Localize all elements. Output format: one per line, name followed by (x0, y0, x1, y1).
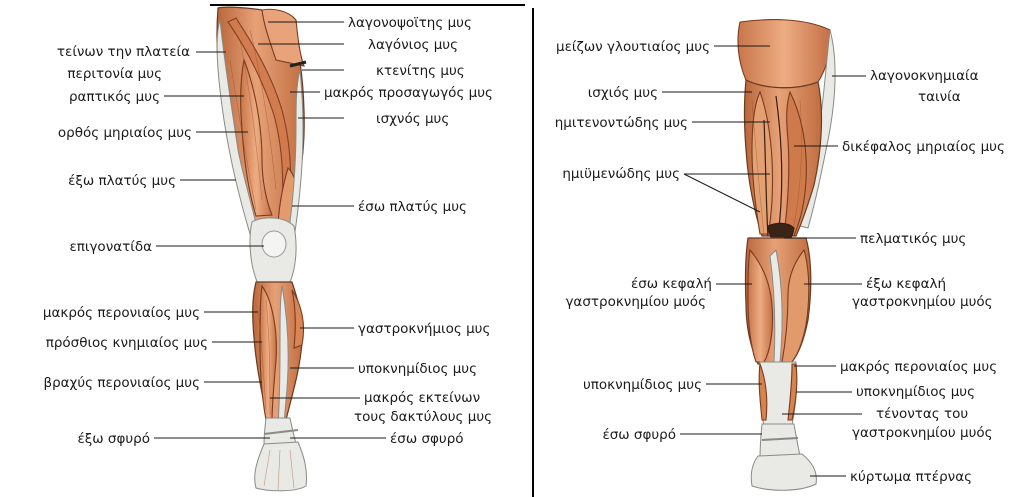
label-soleus-front: υποκνημίδιος μυς (358, 361, 477, 377)
label-biceps-femoris: δικέφαλος μηριαίος μυς (842, 139, 1005, 155)
label-soleus-back-right: υποκνημίδιος μυς (856, 384, 975, 400)
back-heel (751, 454, 816, 490)
label-tensor-line1: τείνων την πλατεία (57, 44, 190, 60)
label-it-tract-line2: ταινία (918, 89, 961, 105)
front-leg-illustration (217, 7, 307, 491)
label-semitendinosus: ημιτενοντώδης μυς (555, 115, 688, 131)
label-it-tract-line1: λαγονοκνημιαία (870, 68, 979, 84)
label-medial-head-line2: γαστροκνημίου μυός (565, 294, 706, 310)
label-adductor-longus: μακρός προσαγωγός μυς (324, 85, 493, 101)
label-gluteus-maximus: μείζων γλουτιαίος μυς (556, 39, 710, 55)
label-lateral-malleolus: έξω σφυρό (77, 431, 150, 447)
label-achilles-line1: τένοντας του (876, 406, 968, 422)
label-iliopsoas: λαγονοψοϊτης μυς (348, 15, 472, 31)
label-extensor-line1: μακρός εκτείνων (364, 390, 480, 406)
label-gracilis: ισχνός μυς (376, 111, 449, 127)
label-soleus-back-left: υποκνημίδιος μυς (583, 377, 702, 393)
label-iliacus: λαγόνιος μυς (368, 37, 458, 53)
label-vastus-medialis: έσω πλατύς μυς (358, 199, 467, 215)
label-ischial: ισχιός μυς (588, 85, 658, 101)
label-gastrocnemius: γαστροκνήμιος μυς (358, 321, 490, 337)
label-achilles-line2: γαστροκνημίου μυός (852, 425, 993, 441)
back-gluteus-maximus (738, 20, 830, 88)
front-foot (255, 442, 307, 491)
label-lateral-head-line2: γαστροκνημίου μυός (852, 294, 993, 310)
label-peroneus-brevis: βραχύς περονιαίος μυς (43, 375, 200, 391)
label-peroneus-longus: μακρός περονιαίος μυς (43, 305, 200, 321)
back-leg-illustration (738, 20, 835, 491)
label-plantaris: πελματικός μυς (860, 231, 966, 247)
label-tensor-line2: περιτονία μυς (67, 66, 162, 82)
label-tibialis-anterior: πρόσθιος κνημιαίος μυς (46, 335, 208, 351)
label-peroneus-longus-back: μακρός περονιαίος μυς (840, 359, 997, 375)
back-ankle (760, 424, 800, 458)
label-semimembranosus: ημιϋμενώδης μυς (562, 166, 680, 182)
label-medial-malleolus: έσω σφυρό (390, 431, 464, 447)
label-lateral-head-line1: έξω κεφαλή (866, 276, 946, 292)
label-vastus-lateralis: έξω πλατύς μυς (68, 173, 176, 189)
label-calcaneal-tuberosity: κύρτωμα πτέρνας (850, 469, 972, 485)
label-patella: επιγονατίδα (69, 239, 152, 255)
label-medial-malleolus-back: έσω σφυρό (602, 427, 676, 443)
label-extensor-line2: τους δακτύλους μυς (354, 409, 492, 425)
label-pectineus: κτενίτης μυς (376, 63, 465, 79)
label-medial-head-line1: έσω κεφαλή (631, 276, 712, 292)
label-rectus-femoris: ορθός μηριαίος μυς (58, 125, 192, 141)
front-patella (262, 231, 286, 257)
label-sartorius: ραπτικός μυς (69, 89, 160, 105)
